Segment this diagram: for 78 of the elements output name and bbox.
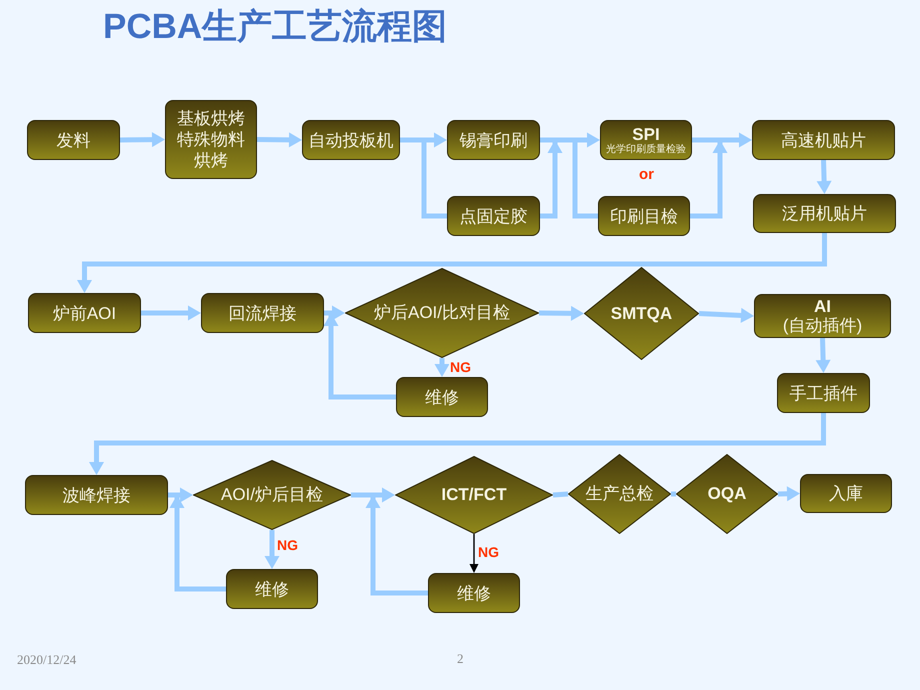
arrow xyxy=(264,530,280,569)
process-box: 手工插件 xyxy=(777,373,870,413)
connector-line xyxy=(422,140,447,218)
process-box xyxy=(754,294,891,338)
arrow xyxy=(434,358,450,377)
step-title: SPI xyxy=(632,124,660,144)
arrow xyxy=(778,486,800,502)
process-box: 维修 xyxy=(396,377,488,417)
step-text: 特殊物料烘烤 xyxy=(176,129,246,171)
connector-line xyxy=(552,492,568,498)
step-note: 光学印刷质量检验 xyxy=(606,144,686,156)
connector-line xyxy=(692,138,718,142)
page-number: 2 xyxy=(457,651,464,667)
process-box: 波峰焊接 xyxy=(25,475,168,515)
decision-diamond xyxy=(676,454,778,534)
arrow xyxy=(470,534,478,573)
decision-diamond xyxy=(568,454,671,534)
step-note: (自动插件) xyxy=(782,316,862,336)
process-box xyxy=(165,100,257,179)
decision-label: AOI/炉后目检 xyxy=(220,485,323,505)
arrow xyxy=(575,132,600,148)
arrow xyxy=(690,140,728,218)
process-box: 维修 xyxy=(428,573,520,613)
process-box: 炉前AOI xyxy=(28,293,141,333)
process-box: 高速机贴片 xyxy=(752,120,895,160)
connector-line xyxy=(324,310,328,316)
arrow xyxy=(77,233,827,293)
arrow xyxy=(174,488,193,502)
decision-label: ICT/FCT xyxy=(441,485,507,505)
connector-line xyxy=(400,138,424,142)
edge-label: NG xyxy=(477,544,500,560)
process-box: 入庫 xyxy=(800,474,892,513)
process-box: 回流焊接 xyxy=(201,293,324,333)
edge-label: NG xyxy=(449,359,472,375)
step-title: AI xyxy=(814,296,831,316)
step-text: 基板烘烤 xyxy=(176,108,246,129)
arrow xyxy=(170,495,226,592)
arrow xyxy=(366,495,428,596)
connector-line xyxy=(671,492,676,496)
arrow xyxy=(89,413,826,475)
arrow xyxy=(698,308,754,323)
arrow xyxy=(538,306,584,321)
arrow xyxy=(324,313,396,400)
arrow xyxy=(256,132,302,148)
decision-label: 炉后AOI/比对目检 xyxy=(374,303,510,323)
arrow xyxy=(540,140,562,218)
process-box: 自动投板机 xyxy=(302,120,400,160)
process-box: 泛用机贴片 xyxy=(753,194,896,233)
connector-line xyxy=(168,492,174,498)
process-box: 发料 xyxy=(27,120,120,160)
decision-label: SMTQA xyxy=(610,304,672,324)
process-box xyxy=(600,120,692,160)
connector-line xyxy=(540,138,552,142)
decision-diamond xyxy=(345,268,539,358)
decision-diamond xyxy=(395,456,553,534)
decision-diamond xyxy=(584,267,699,360)
connector-line xyxy=(351,492,370,498)
edge-label: NG xyxy=(276,537,299,553)
arrow xyxy=(424,132,447,148)
arrow xyxy=(816,338,831,373)
decision-diamond xyxy=(193,460,351,530)
process-box: 点固定胶 xyxy=(447,196,540,236)
decision-label: 生产总检 xyxy=(586,484,654,504)
date-text: 2020/12/24 xyxy=(17,652,76,668)
decision-label: OQA xyxy=(708,484,746,504)
process-box: 维修 xyxy=(226,569,318,609)
note-text: or xyxy=(639,166,654,183)
arrow xyxy=(141,306,201,320)
arrow xyxy=(120,132,165,148)
arrow xyxy=(328,306,345,320)
page-title: PCBA生产工艺流程图 xyxy=(103,7,448,47)
connector-line xyxy=(552,138,575,142)
arrow xyxy=(718,132,752,148)
arrow xyxy=(370,488,395,502)
process-box: 锡膏印刷 xyxy=(447,120,540,160)
arrow xyxy=(816,160,832,194)
connector-line xyxy=(572,140,598,218)
process-box: 印刷目檢 xyxy=(598,196,690,236)
